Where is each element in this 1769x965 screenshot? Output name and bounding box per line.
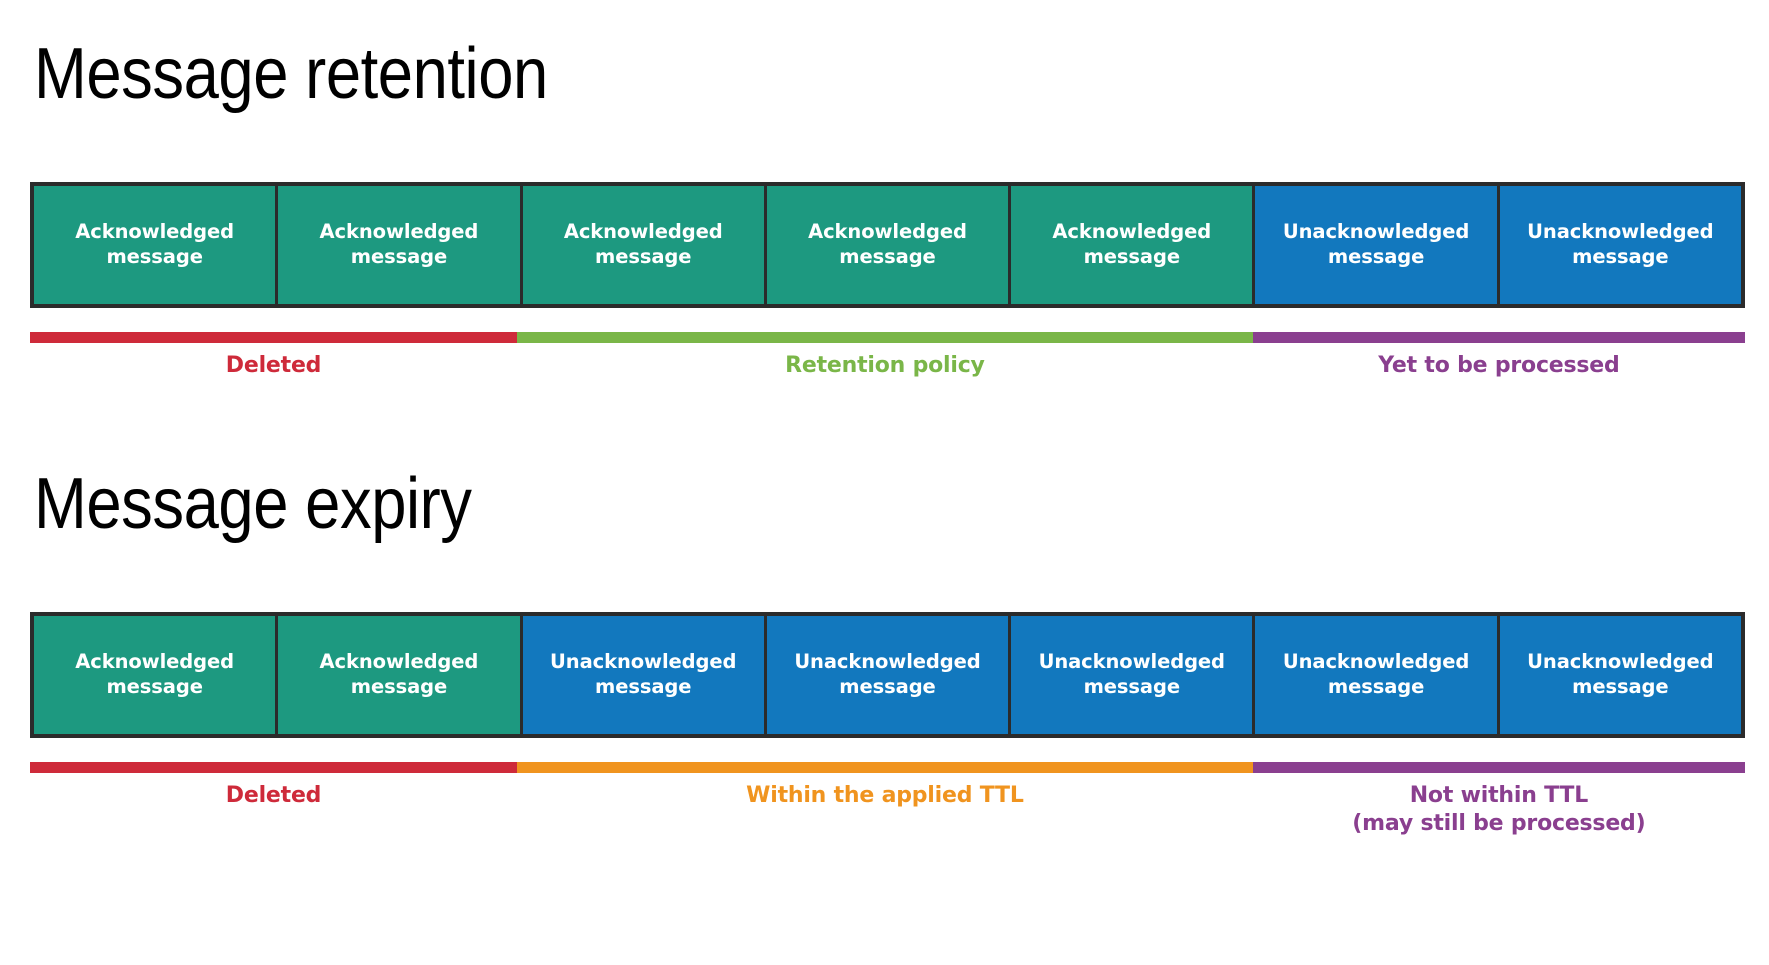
section-title-retention: Message retention: [34, 34, 548, 114]
message-box-ack[interactable]: Acknowledged message: [34, 616, 276, 734]
legend-labels-retention: Deleted Retention policy Yet to be process…: [30, 352, 1745, 422]
message-box-unack[interactable]: Unacknowledged message: [1011, 616, 1253, 734]
legend-labels-expiry: Deleted Within the applied TTL Not within …: [30, 782, 1745, 852]
message-box-ack[interactable]: Acknowledged message: [278, 616, 520, 734]
message-box-unack[interactable]: Unacknowledged message: [1499, 616, 1741, 734]
message-box-ack[interactable]: Acknowledged message: [34, 186, 276, 304]
legend-segment: [517, 762, 1253, 773]
message-box-ack[interactable]: Acknowledged message: [522, 186, 764, 304]
legend-label: Not within TTL (may still be processed): [1352, 783, 1646, 836]
legend-label: Within the applied TTL: [746, 783, 1024, 808]
message-box-ack[interactable]: Acknowledged message: [766, 186, 1009, 304]
legend-segment: [30, 332, 518, 343]
section-title-expiry: Message expiry: [34, 464, 472, 544]
legend-segment: [517, 332, 1253, 343]
legend-bar-expiry: [30, 762, 1745, 773]
legend-segment: [1252, 332, 1745, 343]
legend-bar-retention: [30, 332, 1745, 343]
message-box-unack[interactable]: Unacknowledged message: [1255, 616, 1497, 734]
legend-label: Deleted: [225, 783, 322, 808]
message-box-ack[interactable]: Acknowledged message: [278, 186, 520, 304]
legend-segment: [30, 762, 518, 773]
message-box-ack[interactable]: Acknowledged message: [1011, 186, 1253, 304]
legend-label: Retention policy: [785, 353, 985, 378]
legend-segment: [1252, 762, 1745, 773]
legend-label: Deleted: [225, 353, 322, 378]
legend-label: Yet to be processed: [1378, 353, 1620, 378]
message-box-unack[interactable]: Unacknowledged message: [1255, 186, 1497, 304]
message-box-unack[interactable]: Unacknowledged message: [1499, 186, 1741, 304]
message-box-unack[interactable]: Unacknowledged message: [766, 616, 1009, 734]
message-box-unack[interactable]: Unacknowledged message: [522, 616, 764, 734]
